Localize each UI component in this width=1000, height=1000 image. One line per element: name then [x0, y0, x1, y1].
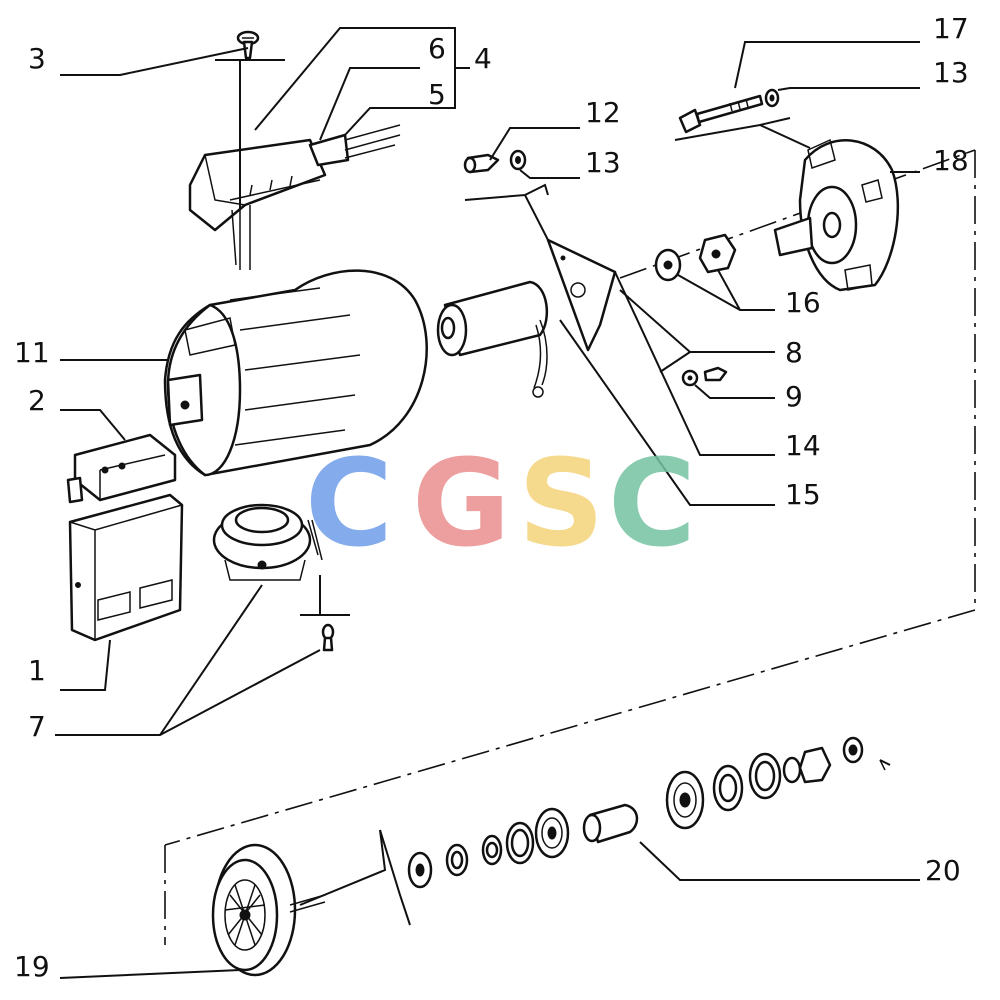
capacitor: [436, 280, 548, 398]
callout-15: 15: [785, 478, 821, 511]
callout-5: 5: [428, 78, 446, 111]
callout-14: 14: [785, 429, 821, 462]
screw-8: [703, 366, 728, 382]
watermark-logo: C G S C: [305, 435, 696, 574]
callout-1: 1: [28, 654, 46, 687]
callout-13-upper-left: 13: [585, 146, 621, 179]
callout-6: 6: [428, 32, 446, 65]
callout-4: 4: [474, 42, 492, 75]
callout-9: 9: [785, 380, 803, 413]
callout-labels: 3 6 4 5 11 2 1 7 12 13 16 8 9 14 15 17 1…: [14, 12, 969, 983]
terminal-box: [188, 124, 401, 270]
wheel: [211, 843, 326, 977]
callout-3: 3: [28, 42, 46, 75]
callout-16: 16: [785, 286, 821, 319]
watermark-letter-1: C: [305, 435, 393, 574]
callout-13-upper-right: 13: [933, 56, 969, 89]
callout-20: 20: [925, 854, 961, 887]
callout-2: 2: [28, 384, 46, 417]
callout-12: 12: [585, 96, 621, 129]
washer-13a: [509, 149, 527, 171]
watermark-letter-3: S: [518, 435, 604, 574]
bolt-17: [678, 94, 764, 134]
callout-11: 11: [14, 336, 50, 369]
callout-17: 17: [933, 12, 969, 45]
cable-clamp: [212, 503, 323, 581]
watermark-letter-4: C: [608, 435, 696, 574]
cover-box: [68, 493, 184, 642]
callout-19: 19: [14, 950, 50, 983]
callout-8: 8: [785, 336, 803, 369]
coupling-16: [654, 233, 737, 282]
end-shield: [773, 138, 900, 292]
washer-9: [681, 369, 699, 387]
bracket-2: [66, 433, 177, 504]
screw-3: [236, 30, 260, 60]
watermark-letter-2: G: [412, 435, 511, 574]
leader-lines: [55, 27, 920, 979]
shaft-components: [407, 736, 886, 889]
callout-7: 7: [28, 710, 46, 743]
screw-7: [321, 623, 335, 652]
screw-12: [463, 153, 500, 174]
callout-18: 18: [933, 144, 969, 177]
washer-13b: [764, 88, 780, 108]
motor-housing: [163, 269, 428, 477]
bracket-plate: [546, 238, 617, 352]
